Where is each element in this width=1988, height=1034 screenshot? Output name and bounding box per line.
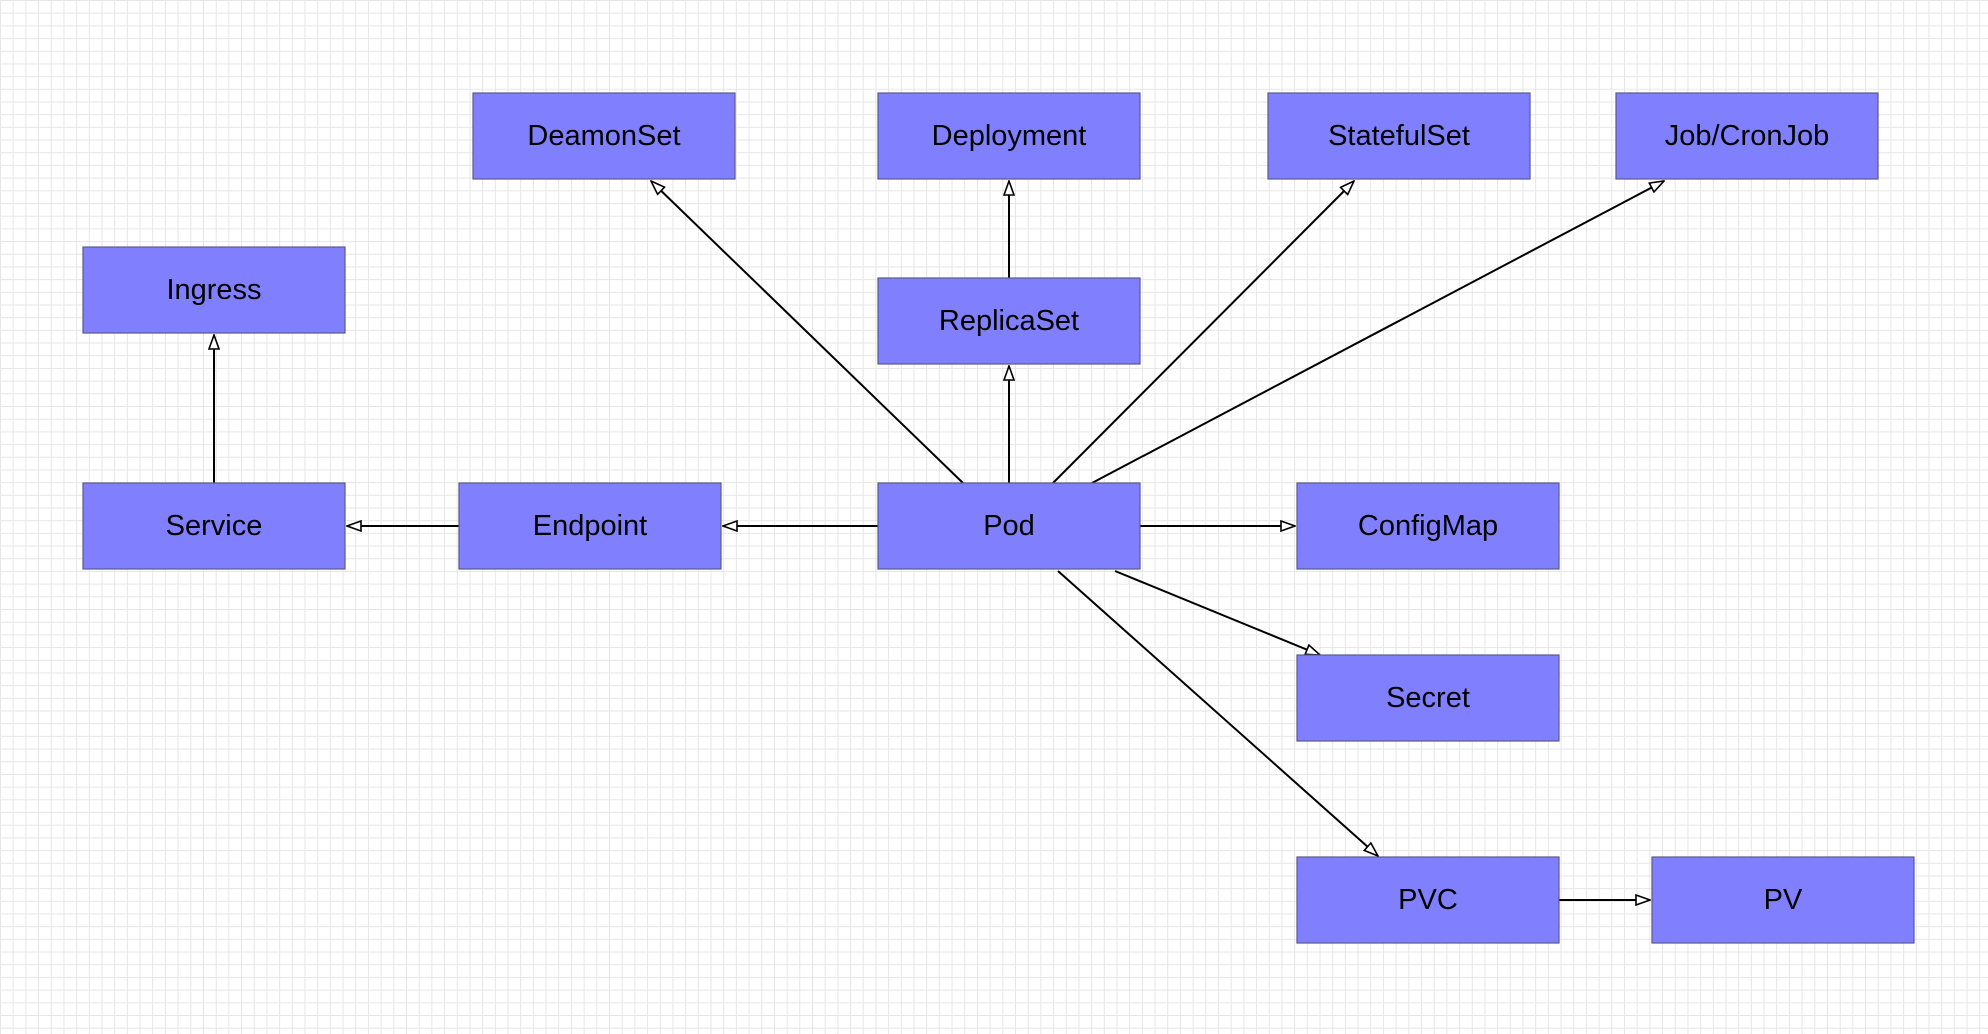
node-secret[interactable]: Secret <box>1296 654 1560 742</box>
node-box-replicaset <box>877 277 1141 365</box>
node-label-job-cronjob: Job/CronJob <box>1665 120 1829 152</box>
node-label-service: Service <box>166 510 263 542</box>
node-box-secret <box>1296 654 1560 742</box>
node-deamonset[interactable]: DeamonSet <box>472 92 736 180</box>
node-label-secret: Secret <box>1386 682 1470 714</box>
node-label-configmap: ConfigMap <box>1358 510 1498 542</box>
node-job-cronjob[interactable]: Job/CronJob <box>1615 92 1879 180</box>
edge-pod-to-job-cronjob <box>1091 181 1664 484</box>
node-pvc[interactable]: PVC <box>1296 856 1560 944</box>
node-replicaset[interactable]: ReplicaSet <box>877 277 1141 365</box>
edges-layer <box>214 181 1664 900</box>
node-box-statefulset <box>1267 92 1531 180</box>
node-label-pv: PV <box>1764 884 1803 916</box>
node-configmap[interactable]: ConfigMap <box>1296 482 1560 570</box>
node-box-deamonset <box>472 92 736 180</box>
edge-pod-to-statefulset <box>1052 181 1354 484</box>
node-box-pvc <box>1296 856 1560 944</box>
edge-pod-to-pvc <box>1057 570 1378 856</box>
node-box-configmap <box>1296 482 1560 570</box>
node-box-pod <box>877 482 1141 570</box>
node-label-pod: Pod <box>983 510 1035 542</box>
node-box-endpoint <box>458 482 722 570</box>
node-label-deployment: Deployment <box>932 120 1087 152</box>
node-statefulset[interactable]: StatefulSet <box>1267 92 1531 180</box>
edge-pod-to-secret <box>1114 570 1320 656</box>
node-service[interactable]: Service <box>82 482 346 570</box>
node-endpoint[interactable]: Endpoint <box>458 482 722 570</box>
node-label-deamonset: DeamonSet <box>527 120 680 152</box>
nodes-layer: DeamonSet Deployment StatefulSet Job/CronJo… <box>82 92 1915 944</box>
edge-pod-to-deamonset <box>651 181 964 484</box>
node-label-endpoint: Endpoint <box>533 510 648 542</box>
node-box-service <box>82 482 346 570</box>
node-box-pv <box>1651 856 1915 944</box>
node-box-job-cronjob <box>1615 92 1879 180</box>
node-label-replicaset: ReplicaSet <box>939 305 1079 337</box>
node-pod[interactable]: Pod <box>877 482 1141 570</box>
node-ingress[interactable]: Ingress <box>82 246 346 334</box>
node-box-ingress <box>82 246 346 334</box>
node-pv[interactable]: PV <box>1651 856 1915 944</box>
node-box-deployment <box>877 92 1141 180</box>
node-deployment[interactable]: Deployment <box>877 92 1141 180</box>
node-label-pvc: PVC <box>1398 884 1458 916</box>
node-label-ingress: Ingress <box>166 274 261 306</box>
node-label-statefulset: StatefulSet <box>1328 120 1470 152</box>
